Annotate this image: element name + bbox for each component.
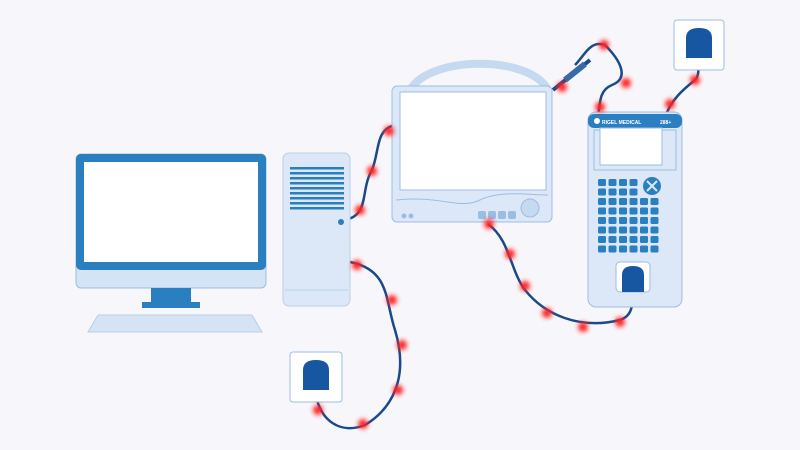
- tester-key: [619, 217, 627, 224]
- safety-tester: RIGEL MEDICAL 288+: [587, 111, 683, 308]
- tester-key: [598, 217, 606, 224]
- wall-socket-bottom: [289, 351, 343, 403]
- glow-point: [542, 308, 552, 318]
- plug-icon: [686, 28, 712, 58]
- tester-key: [629, 226, 638, 234]
- glow-point: [352, 260, 362, 270]
- tester-key: [640, 217, 648, 224]
- glow-point: [665, 99, 675, 109]
- tester-key: [598, 236, 606, 243]
- tester-key: [640, 207, 648, 215]
- tester-key: [650, 198, 659, 205]
- tester-key: [650, 226, 659, 234]
- tester-key: [598, 198, 606, 205]
- tester-key: [629, 217, 638, 224]
- tester-key: [598, 179, 606, 186]
- tester-key: [640, 198, 648, 205]
- tester-key: [650, 245, 659, 253]
- tester-key: [650, 207, 659, 215]
- tester-key: [608, 245, 617, 253]
- pc-tower: [282, 152, 351, 307]
- glow-point: [484, 219, 494, 229]
- glow-point: [355, 205, 365, 215]
- plug-icon: [303, 360, 329, 390]
- tester-key: [629, 188, 638, 196]
- tester-key: [598, 188, 606, 196]
- tester-key: [629, 198, 638, 205]
- tester-key: [619, 198, 627, 205]
- tester-key: [598, 207, 606, 215]
- tester-model: 288+: [660, 120, 671, 126]
- tester-key: [640, 245, 648, 253]
- tester-key: [619, 245, 627, 253]
- tester-key: [629, 179, 638, 186]
- patient-monitor-screen: [399, 91, 547, 191]
- glow-point: [397, 340, 407, 350]
- tester-key: [650, 236, 659, 243]
- tester-key: [629, 207, 638, 215]
- glow-point: [520, 281, 530, 291]
- tester-key: [619, 179, 627, 186]
- cable-lead-to-tester: [574, 42, 623, 119]
- glow-point: [690, 75, 700, 85]
- tester-key: [629, 245, 638, 253]
- signal-glow-points: [313, 40, 700, 429]
- tester-key: [619, 188, 627, 196]
- glow-point: [384, 126, 394, 136]
- glow-point: [615, 317, 625, 327]
- tester-brand: RIGEL MEDICAL: [602, 120, 641, 126]
- control-knob: [520, 198, 540, 218]
- tester-key: [608, 207, 617, 215]
- glow-point: [557, 82, 567, 92]
- patient-monitor: [391, 59, 553, 223]
- tester-key: [629, 236, 638, 243]
- tester-key: [640, 226, 648, 234]
- tester-key: [640, 236, 648, 243]
- power-button: [338, 219, 344, 225]
- glow-point: [358, 419, 368, 429]
- tester-key: [608, 179, 617, 186]
- tester-key: [608, 217, 617, 224]
- monitor-screen: [84, 162, 258, 262]
- glow-point: [595, 102, 605, 112]
- tester-key: [608, 226, 617, 234]
- glow-point: [393, 385, 403, 395]
- keyboard: [87, 314, 263, 333]
- tester-key: [608, 188, 617, 196]
- glow-point: [367, 166, 377, 176]
- tester-screen: [599, 127, 663, 166]
- plug-icon: [622, 266, 644, 292]
- tester-key: [598, 226, 606, 234]
- glow-point: [621, 78, 631, 88]
- glow-point: [505, 249, 515, 259]
- glow-point: [313, 405, 323, 415]
- tester-key: [650, 217, 659, 224]
- tester-key: [608, 198, 617, 205]
- tester-key: [619, 236, 627, 243]
- tester-key: [598, 245, 606, 253]
- cable-pc-to-wall-socket: [314, 260, 402, 430]
- glow-point: [387, 295, 397, 305]
- tester-key: [619, 207, 627, 215]
- tester-key: [619, 226, 627, 234]
- tester-key: [608, 236, 617, 243]
- tester-keypad: [598, 179, 659, 253]
- glow-point: [599, 40, 609, 50]
- monitor-handle: [406, 59, 552, 93]
- glow-point: [578, 322, 588, 332]
- computer-monitor: [75, 153, 267, 333]
- wall-socket-top: [673, 19, 725, 71]
